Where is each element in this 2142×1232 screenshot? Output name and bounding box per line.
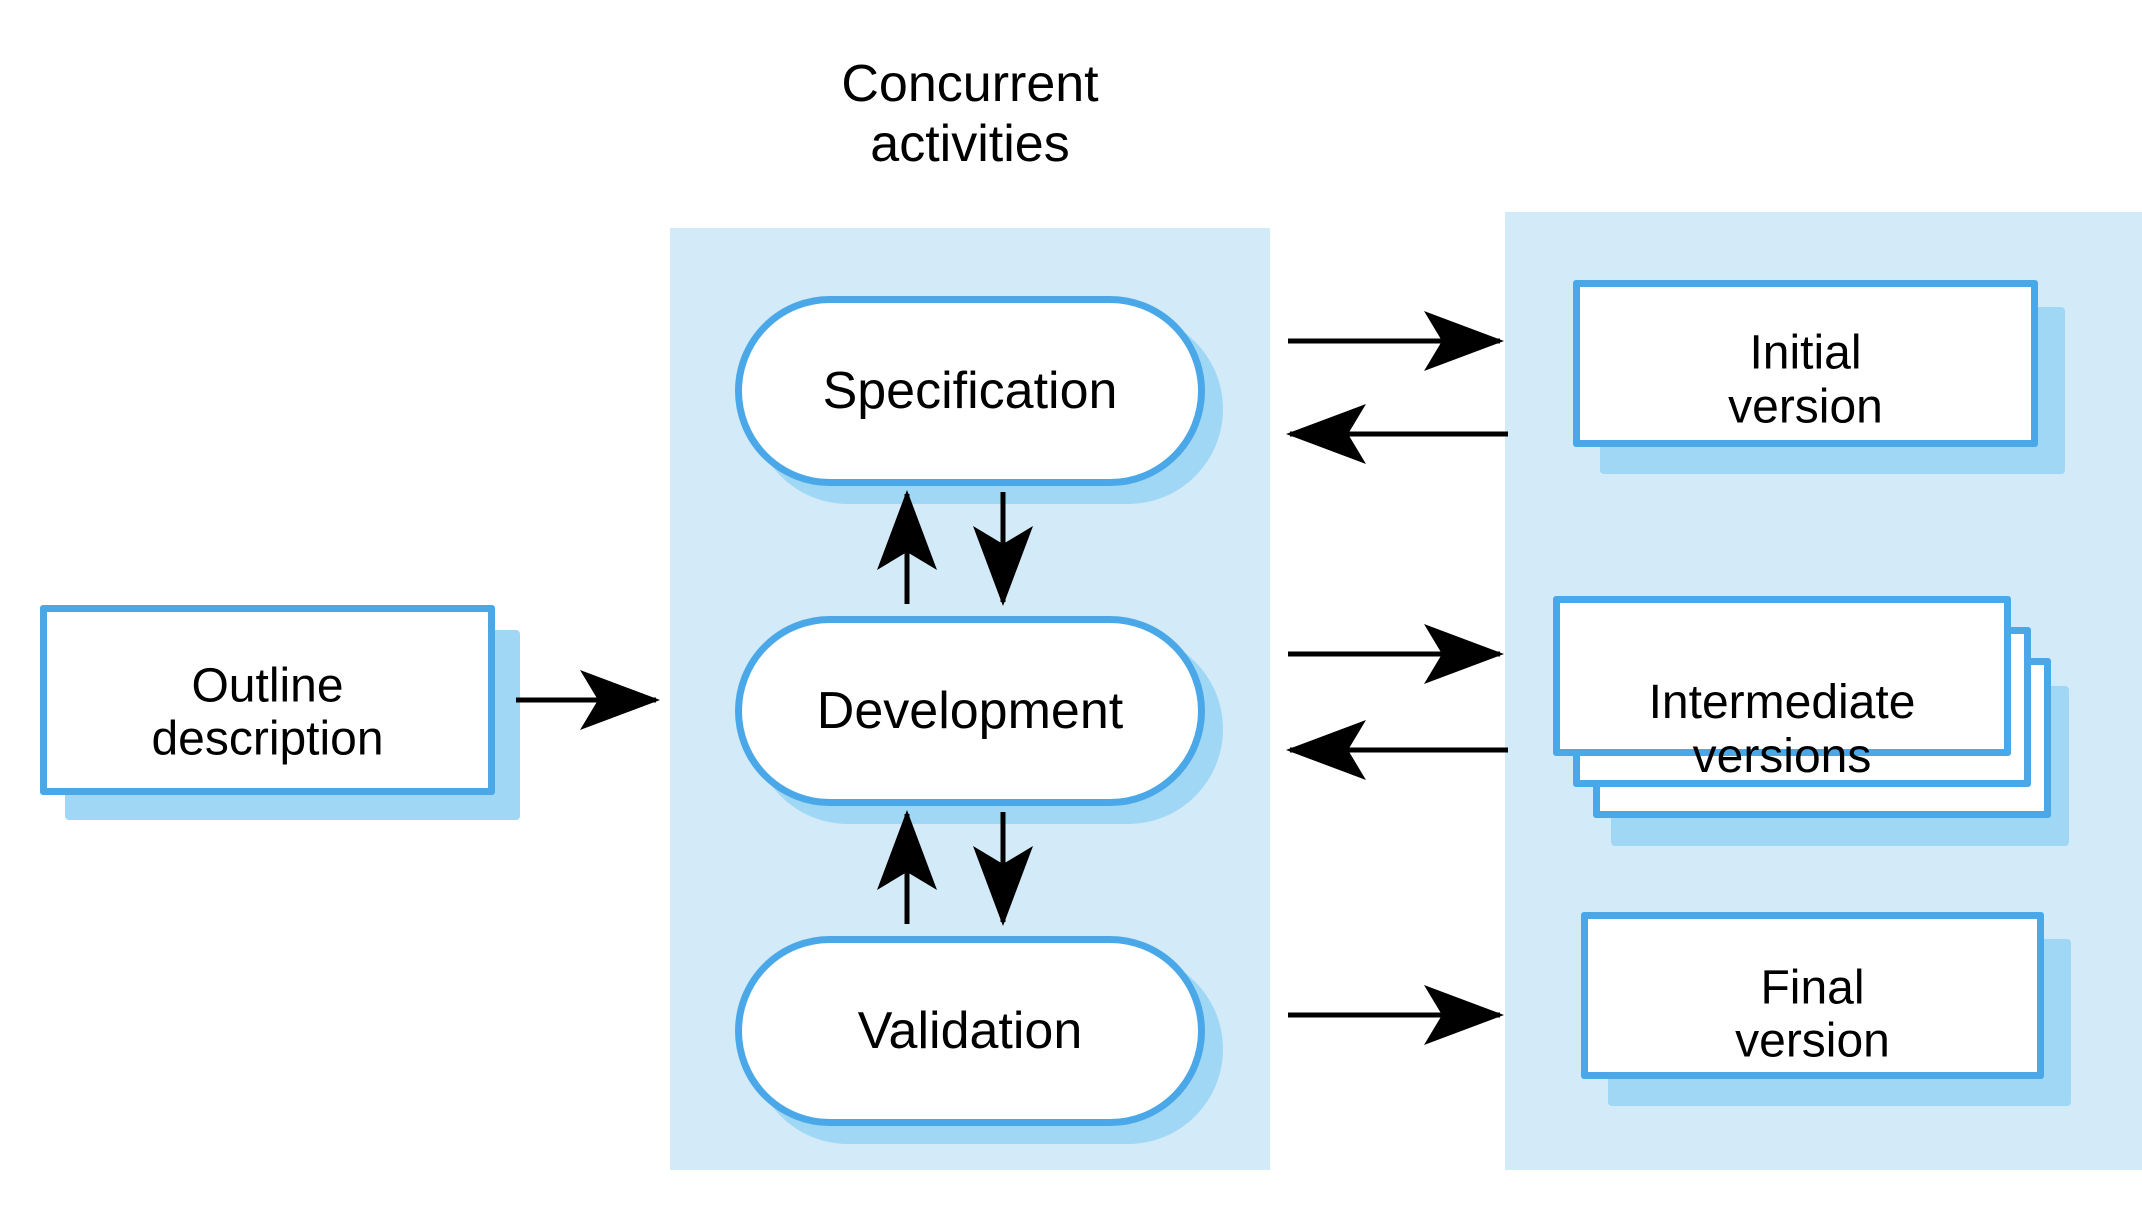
node-validation-label: Validation <box>857 1002 1083 1060</box>
node-final-version[interactable]: Final version <box>1581 912 2081 1117</box>
node-specification-label: Specification <box>822 362 1118 420</box>
node-development-label: Development <box>816 682 1124 740</box>
node-specification[interactable]: Specification <box>735 296 1223 504</box>
node-sheet <box>40 605 495 795</box>
node-development[interactable]: Development <box>735 616 1223 824</box>
node-body <box>735 296 1205 486</box>
node-outline-description-label: Outline description <box>151 658 384 766</box>
node-sheet <box>1573 280 2038 447</box>
node-sheet <box>1581 912 2044 1079</box>
node-final-version-label: Final version <box>1735 960 1890 1068</box>
node-intermediate-versions[interactable]: Intermediate versions <box>1553 596 2073 858</box>
node-intermediate-versions-label: Intermediate versions <box>1648 676 1916 783</box>
node-initial-version-label: Initial version <box>1728 326 1883 433</box>
node-outline-description[interactable]: Outline description <box>40 605 520 820</box>
node-body <box>735 616 1205 806</box>
node-validation[interactable]: Validation <box>735 936 1223 1144</box>
node-initial-version[interactable]: Initial version <box>1573 280 2073 480</box>
node-sheet-front <box>1553 596 2011 756</box>
node-body <box>735 936 1205 1126</box>
diagram-title: Concurrent activities <box>841 55 1099 173</box>
